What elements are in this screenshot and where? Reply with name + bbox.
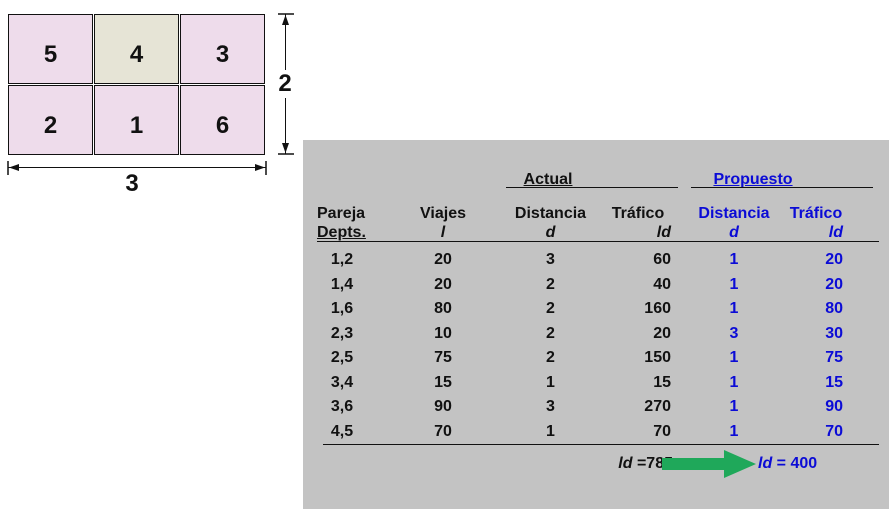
col-proposed-traffic-header: Tráfico: [789, 205, 843, 222]
cell-dist: 2: [546, 349, 555, 366]
cell-pair: 1,6: [330, 300, 354, 317]
cell-dist: 2: [546, 275, 555, 293]
col-traffic-header: Tráfico: [611, 205, 665, 222]
cell-pair: 2,5: [330, 349, 354, 366]
total-proposed-value: = 400: [772, 455, 818, 472]
cell-traffic: 20: [653, 324, 671, 342]
cell-traffic: 70: [653, 422, 671, 440]
cell-dist: 3: [546, 398, 555, 415]
width-dimension-ticks: [7, 161, 267, 175]
cell-trips: 70: [434, 422, 452, 440]
cell-traffic: 60: [653, 251, 671, 268]
group-actual-header: Actual: [523, 171, 573, 188]
cell-pdist: 1: [729, 300, 739, 317]
cell-dist: 2: [546, 300, 555, 317]
cell-ptraffic: 80: [825, 300, 843, 317]
total-proposed-symbol: ld: [758, 455, 773, 472]
cell-pdist: 1: [729, 251, 739, 268]
cell-pair: 3,6: [330, 398, 354, 415]
cell-pdist: 1: [729, 398, 739, 415]
group-proposed-rule: [691, 187, 873, 188]
cell-ptraffic: 90: [825, 398, 843, 415]
cell-trips: 90: [434, 398, 452, 415]
total-proposed: ld = 400: [758, 455, 858, 473]
cell-ptraffic: 30: [825, 324, 843, 342]
cell-dist: 2: [546, 324, 555, 342]
cell-pair: 3,4: [330, 373, 354, 391]
cell-ptraffic: 20: [825, 275, 843, 293]
department-label: 5: [43, 41, 58, 68]
cell-pdist: 1: [729, 373, 739, 391]
col-proposed-traffic-subheader: ld: [828, 224, 843, 241]
col-dist-subheader: d: [545, 224, 556, 241]
cell-ptraffic: 20: [825, 251, 843, 268]
total-actual: ld =785: [573, 455, 673, 473]
height-dimension-ticks: [278, 13, 294, 155]
height-dimension-label: 2: [274, 70, 296, 98]
group-proposed-header: Propuesto: [713, 171, 793, 188]
cell-traffic: 15: [653, 373, 671, 391]
cell-pair: 1,4: [330, 275, 354, 293]
col-trips-subheader: l: [440, 224, 446, 241]
right-arrow-icon: [662, 450, 756, 478]
cell-trips: 10: [434, 324, 452, 342]
cell-pdist: 3: [729, 324, 739, 342]
cell-trips: 20: [434, 275, 452, 293]
cell-traffic: 160: [644, 300, 671, 317]
total-rule: [323, 444, 879, 445]
cell-traffic: 270: [644, 398, 671, 415]
cell-dist: 3: [546, 251, 555, 268]
cell-traffic: 40: [653, 275, 671, 293]
width-dimension-line: [8, 167, 266, 168]
cell-ptraffic: 75: [825, 349, 843, 366]
cell-pair: 2,3: [330, 324, 354, 342]
col-proposed-dist-header: Distancia: [698, 205, 770, 222]
cell-trips: 80: [434, 300, 452, 317]
header-rule: [317, 241, 879, 242]
col-dist-header: Distancia: [514, 205, 587, 222]
department-label: 2: [43, 112, 58, 139]
cell-pair: 4,5: [330, 422, 354, 440]
cell-dist: 1: [546, 373, 555, 391]
department-label: 4: [129, 41, 144, 68]
layout-grid: 5 4 3 2 1 6: [8, 14, 266, 156]
department-cell-1: 1: [94, 85, 179, 155]
department-cell-2: 2: [8, 85, 93, 155]
cell-trips: 75: [434, 349, 452, 366]
cell-pdist: 1: [729, 275, 739, 293]
traffic-table-panel: Actual Propuesto Pareja Depts. Viajes l …: [303, 140, 889, 509]
total-actual-symbol: ld: [618, 455, 633, 472]
width-dimension-label: 3: [112, 170, 152, 198]
cell-trips: 20: [434, 251, 452, 268]
group-actual-rule: [506, 187, 678, 188]
col-proposed-dist-subheader: d: [729, 224, 739, 241]
col-traffic-subheader: ld: [656, 224, 671, 241]
cell-traffic: 150: [644, 349, 671, 366]
col-trips-header: Viajes: [420, 205, 466, 222]
department-cell-3: 3: [180, 14, 265, 84]
col-pair-header: Pareja: [317, 205, 366, 222]
cell-dist: 1: [546, 422, 555, 440]
department-cell-6: 6: [180, 85, 265, 155]
department-label: 3: [215, 41, 230, 68]
department-cell-5: 5: [8, 14, 93, 84]
cell-pair: 1,2: [330, 251, 354, 268]
department-cell-4: 4: [94, 14, 179, 84]
department-label: 1: [129, 112, 144, 139]
cell-pdist: 1: [729, 349, 739, 366]
cell-pdist: 1: [729, 422, 739, 440]
col-pair-subheader: Depts.: [317, 224, 366, 241]
cell-ptraffic: 70: [825, 422, 843, 440]
cell-trips: 15: [434, 373, 452, 391]
cell-ptraffic: 15: [825, 373, 843, 391]
department-label: 6: [215, 112, 230, 139]
